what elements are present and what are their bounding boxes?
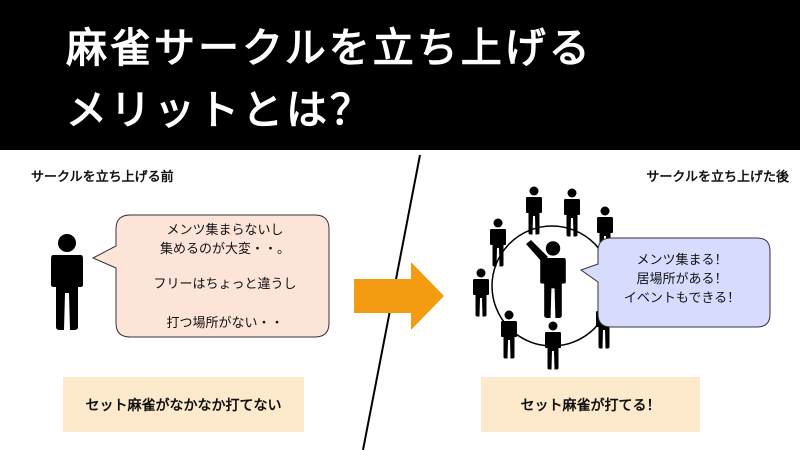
after-bubble-text: メンツ集まる！ 居場所がある！ イベントもできる！ (623, 253, 741, 306)
arrow-right-icon (354, 262, 444, 330)
title-line-1: 麻雀サークルを立ち上げる (66, 24, 593, 72)
before-bubble-text-3: 打つ場所がない・・ (166, 316, 284, 331)
before-note: セット麻雀がなかなか打てない (63, 377, 304, 432)
left-speech-bubble (91, 214, 330, 338)
leader-person-icon (526, 240, 566, 318)
person-icon (501, 310, 517, 359)
before-bubble-text-2: フリーはちょっと違うし (153, 277, 297, 292)
title-banner: 麻雀サークルを立ち上げる メリットとは？ (0, 0, 800, 150)
right-speech-bubble (579, 237, 771, 328)
before-bubble-text-1: メンツ集まらないし 集めるのが大変・・。 (159, 223, 290, 257)
person-icon (473, 268, 489, 317)
before-caption: サークルを立ち上げる前 (31, 170, 174, 185)
person-icon (51, 234, 83, 330)
title-line-2: メリットとは？ (66, 86, 374, 134)
after-caption: サークルを立ち上げた後 (646, 170, 789, 185)
after-note: セット麻雀が打てる！ (481, 377, 700, 432)
person-icon (545, 321, 561, 370)
